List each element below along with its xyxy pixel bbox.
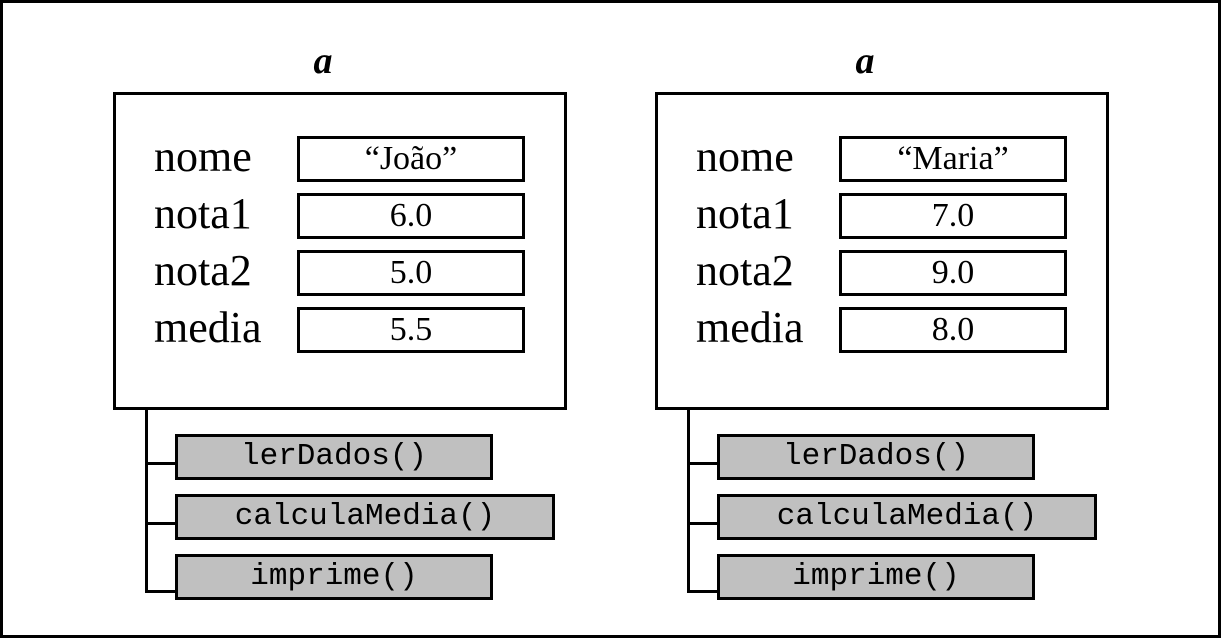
attribute-row-media: media 5.5 [116, 303, 564, 353]
attribute-value-box: 7.0 [839, 193, 1067, 239]
method-connector [145, 522, 177, 525]
attribute-row-nota2: nota2 5.0 [116, 246, 564, 296]
attribute-name: nota2 [696, 246, 794, 295]
attribute-row-media: media 8.0 [658, 303, 1106, 353]
attribute-value-box: “João” [297, 136, 525, 182]
object-name: a [855, 40, 875, 82]
attribute-value-box: “Maria” [839, 136, 1067, 182]
attribute-row-nota1: nota1 6.0 [116, 189, 564, 239]
method-calculamedia-button[interactable]: calculaMedia() [717, 494, 1097, 540]
attribute-name: media [696, 303, 804, 352]
attribute-name: nota1 [154, 189, 252, 238]
attribute-value-box: 6.0 [297, 193, 525, 239]
attribute-name: nome [154, 132, 252, 181]
method-lerdados-button[interactable]: lerDados() [717, 434, 1035, 480]
attribute-name: nome [696, 132, 794, 181]
attribute-value-box: 5.0 [297, 250, 525, 296]
attribute-row-nota1: nota1 7.0 [658, 189, 1106, 239]
method-imprime-button[interactable]: imprime() [717, 554, 1035, 600]
attributes-box: nome “Maria” nota1 7.0 nota2 9.0 media 8… [655, 92, 1109, 410]
method-connector [145, 590, 177, 593]
object-maria: a nome “Maria” nota1 7.0 nota2 9.0 media… [545, 3, 1109, 641]
attribute-value-box: 9.0 [839, 250, 1067, 296]
method-connector [687, 522, 719, 525]
method-connector [145, 462, 177, 465]
method-imprime-button[interactable]: imprime() [175, 554, 493, 600]
attribute-value-box: 5.5 [297, 307, 525, 353]
attribute-row-nota2: nota2 9.0 [658, 246, 1106, 296]
attribute-name: media [154, 303, 262, 352]
method-connector [687, 462, 719, 465]
method-lerdados-button[interactable]: lerDados() [175, 434, 493, 480]
attributes-box: nome “João” nota1 6.0 nota2 5.0 media 5.… [113, 92, 567, 410]
attribute-name: nota1 [696, 189, 794, 238]
attribute-name: nota2 [154, 246, 252, 295]
attribute-value-box: 8.0 [839, 307, 1067, 353]
method-connector [687, 590, 719, 593]
object-joao: a nome “João” nota1 6.0 nota2 5.0 media … [3, 3, 567, 641]
object-name: a [313, 40, 333, 82]
method-tree-line [145, 409, 148, 593]
attribute-row-nome: nome “João” [116, 132, 564, 182]
method-calculamedia-button[interactable]: calculaMedia() [175, 494, 555, 540]
method-tree-line [687, 409, 690, 593]
attribute-row-nome: nome “Maria” [658, 132, 1106, 182]
